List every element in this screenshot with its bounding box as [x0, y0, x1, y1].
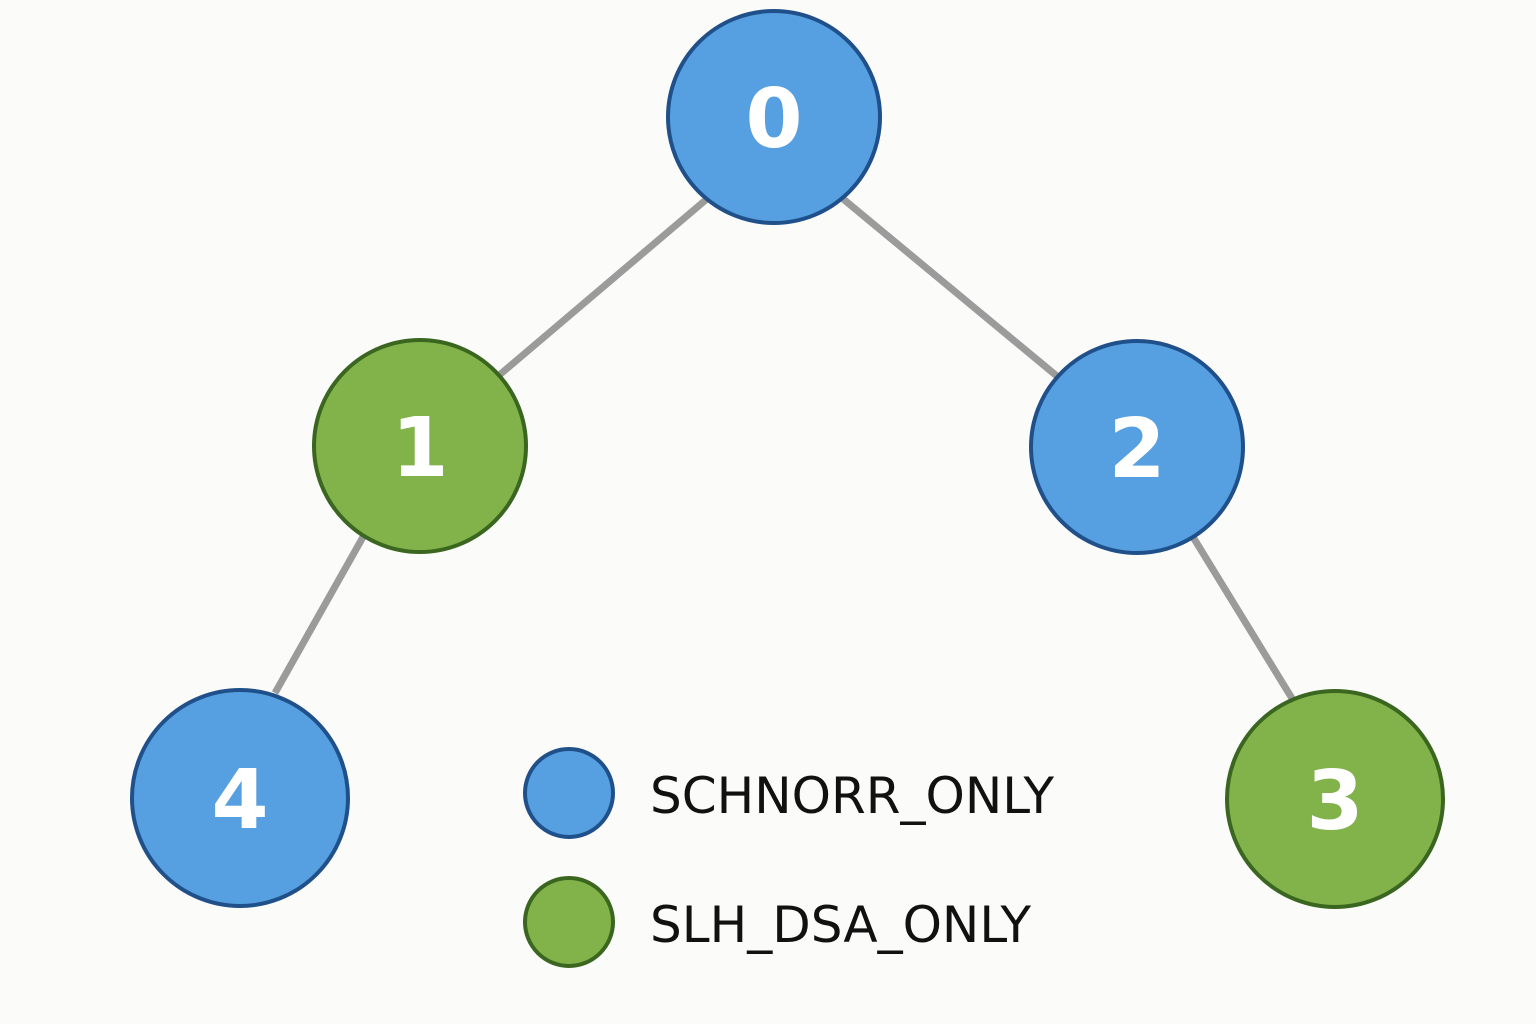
edge-0-2	[839, 195, 1061, 380]
legend-label-slh-dsa: SLH_DSA_ONLY	[650, 896, 1032, 954]
node-2-label: 2	[1108, 402, 1165, 497]
legend-swatch-schnorr	[523, 747, 615, 839]
node-4-label: 4	[211, 753, 268, 848]
node-3-circle	[1225, 689, 1445, 909]
tree-node-0: 0	[666, 9, 882, 225]
legend-item-slh-dsa: SLH_DSA_ONLY	[523, 876, 1032, 968]
edge-2-3	[1190, 535, 1296, 702]
tree-node-3: 3	[1225, 689, 1445, 909]
legend: SCHNORR_ONLY SLH_DSA_ONLY	[523, 747, 1054, 968]
edge-1-4	[271, 535, 367, 695]
node-0-circle	[666, 9, 882, 225]
tree-node-2: 2	[1029, 339, 1245, 555]
tree-node-1: 1	[312, 338, 528, 554]
node-1-circle	[312, 338, 528, 554]
node-2-circle	[1029, 339, 1245, 555]
edge-0-1	[494, 195, 711, 380]
node-1-label: 1	[391, 401, 448, 496]
legend-label-schnorr: SCHNORR_ONLY	[650, 767, 1054, 825]
node-4-circle	[130, 688, 350, 908]
node-0-label: 0	[745, 72, 802, 167]
legend-item-schnorr: SCHNORR_ONLY	[523, 747, 1054, 839]
edges-group	[271, 195, 1296, 702]
legend-swatch-slh-dsa	[523, 876, 615, 968]
tree-node-4: 4	[130, 688, 350, 908]
node-3-label: 3	[1306, 754, 1363, 849]
